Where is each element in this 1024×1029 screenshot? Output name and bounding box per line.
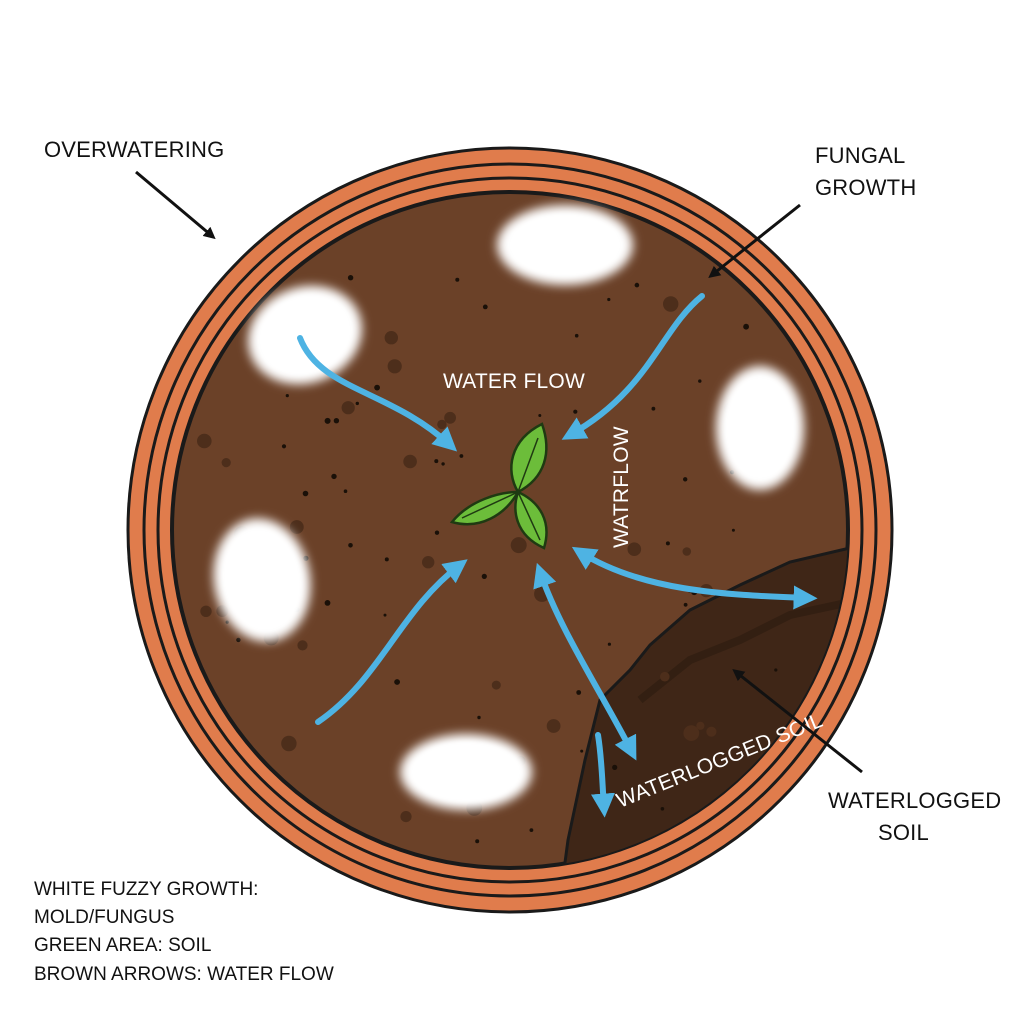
- watrflow-label: WATRFLOW: [610, 426, 633, 548]
- soil-speck: [683, 602, 688, 607]
- soil-speck: [324, 600, 331, 606]
- soil-speck: [481, 573, 487, 580]
- water-arrow-bottom-left: [315, 559, 468, 725]
- mold-patch-icon: [213, 518, 311, 642]
- soil-speck: [387, 359, 402, 374]
- soil-speck: [546, 719, 561, 733]
- waterlogged-soil-pointer: [732, 669, 863, 774]
- soil-speck: [455, 277, 460, 282]
- soil-speck: [774, 668, 778, 672]
- soil-speck: [683, 477, 688, 482]
- soil-speck: [706, 726, 717, 737]
- soil-speck: [434, 459, 439, 464]
- soil-speck: [225, 620, 229, 624]
- legend-line-3: GREEN AREA: SOIL: [34, 935, 211, 956]
- soil-speck: [324, 417, 331, 424]
- soil-speck: [651, 406, 656, 411]
- water-flow-label: WATER FLOW: [443, 370, 585, 393]
- soil-speck: [607, 642, 612, 646]
- soil-speck: [289, 520, 304, 534]
- soil-speck: [383, 613, 387, 617]
- waterlogged-soil-label-line2: SOIL: [878, 820, 929, 845]
- soil-speck: [348, 543, 353, 548]
- water-arrow-waterlogged: [591, 732, 615, 818]
- soil-speck: [281, 444, 287, 449]
- soil-speck: [574, 333, 579, 338]
- soil-speck: [573, 409, 578, 414]
- soil-speck: [347, 275, 354, 281]
- fungal-growth-label-line1: FUNGAL: [815, 143, 905, 168]
- water-arrow-top-left: [297, 335, 458, 452]
- soil-speck: [510, 537, 527, 554]
- soil-speck: [459, 454, 464, 458]
- soil-speck: [698, 379, 702, 383]
- soil-speck: [341, 401, 355, 415]
- soil-speck: [665, 541, 670, 546]
- soil-speck: [374, 384, 380, 391]
- water-flow-arrows: [297, 293, 818, 818]
- soil-speck: [236, 637, 241, 643]
- soil-speck: [437, 419, 447, 430]
- soil-speck: [660, 807, 665, 811]
- mold-patch-icon: [248, 285, 362, 385]
- soil-speck: [343, 489, 348, 494]
- mold-patch-icon: [716, 366, 804, 490]
- mold-patch-icon: [400, 734, 532, 810]
- soil-speck: [538, 414, 542, 417]
- soil-speck: [660, 671, 670, 682]
- water-arrow-bottom: [533, 562, 637, 761]
- soil-speck: [394, 679, 400, 685]
- soil-speck: [403, 454, 417, 469]
- soil-speck: [696, 721, 705, 730]
- soil-speck: [529, 828, 534, 832]
- soil-speck: [400, 811, 412, 823]
- overwatering-label: OVERWATERING: [44, 137, 224, 162]
- soil-speck: [384, 557, 389, 562]
- soil-speck: [285, 394, 289, 398]
- soil-speck: [580, 749, 584, 753]
- soil-speck: [331, 473, 337, 480]
- mold-patch-icon: [497, 205, 633, 285]
- soil-speck: [384, 331, 398, 345]
- fungal-growth-pointer: [708, 203, 801, 278]
- soil-speck: [634, 282, 640, 288]
- seedling-icon: [449, 422, 548, 550]
- water-arrow-top-right: [561, 293, 705, 440]
- fungal-growth-label-line2: GROWTH: [815, 175, 916, 200]
- soil-speck: [422, 556, 435, 569]
- soil-speck: [682, 547, 692, 556]
- soil-speck: [355, 401, 359, 406]
- overwatering-pointer: [135, 170, 216, 240]
- soil-speck: [197, 433, 212, 449]
- legend: WHITE FUZZY GROWTH: MOLD/FUNGUS GREEN AR…: [34, 879, 334, 985]
- soil-speck: [444, 411, 456, 424]
- soil-speck: [731, 528, 735, 532]
- soil-speck: [607, 297, 611, 302]
- soil-speck: [200, 605, 212, 617]
- soil-speck: [576, 690, 582, 695]
- soil-speck: [475, 839, 480, 844]
- soil-speck: [221, 458, 231, 468]
- soil-speck: [491, 680, 501, 690]
- waterlogged-soil-label-line1: WATERLOGGED: [828, 788, 1001, 813]
- legend-line-1: WHITE FUZZY GROWTH:: [34, 879, 258, 900]
- legend-line-2: MOLD/FUNGUS: [34, 907, 174, 928]
- soil-speck: [434, 530, 440, 535]
- soil-speck: [663, 296, 679, 312]
- soil-speck: [743, 323, 749, 330]
- soil-speck: [281, 735, 297, 752]
- soil-speck: [477, 715, 481, 720]
- soil-speck: [612, 764, 618, 771]
- soil-speck: [441, 462, 445, 466]
- pot-rim-line-1: [142, 162, 878, 898]
- soil-speck: [297, 640, 308, 651]
- soil-speck: [482, 304, 488, 310]
- legend-line-4: BROWN ARROWS: WATER FLOW: [34, 964, 334, 985]
- mold-patches: [213, 205, 804, 810]
- soil-speck: [333, 418, 340, 424]
- soil-speck: [302, 490, 309, 497]
- soil-speck: [683, 725, 700, 741]
